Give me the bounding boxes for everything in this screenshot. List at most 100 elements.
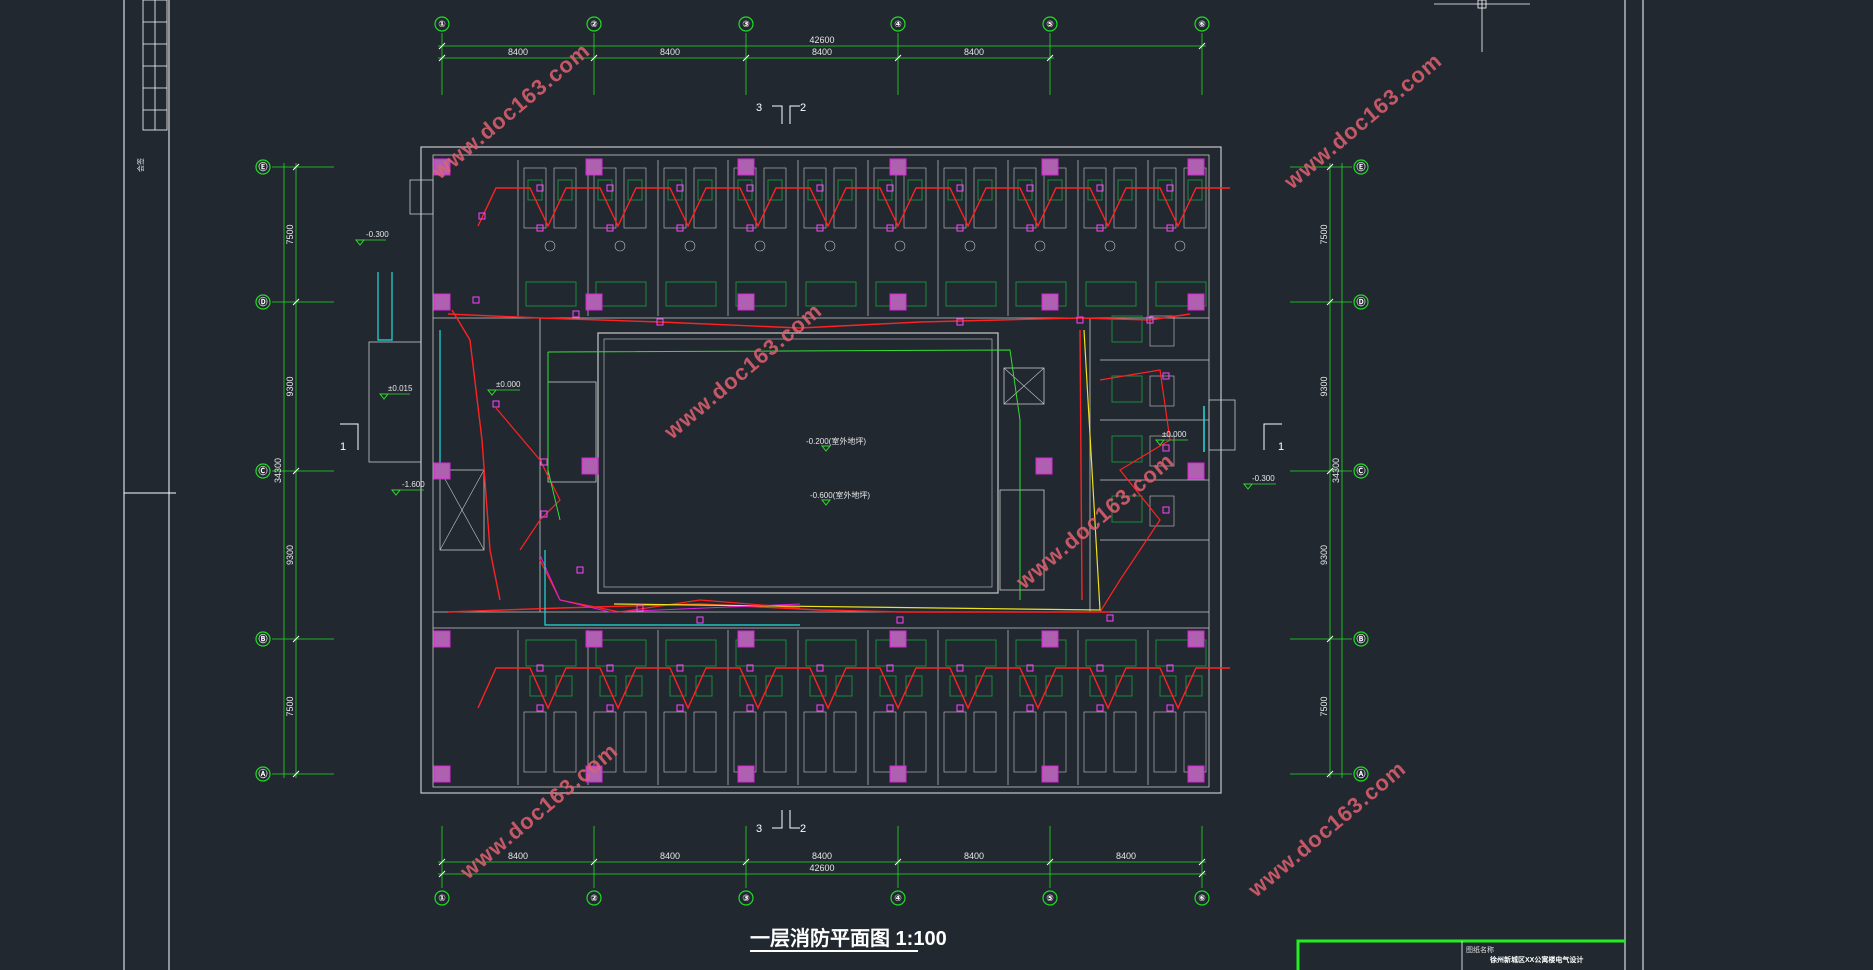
- smoke-detector: [816, 664, 824, 672]
- smoke-detector: [636, 604, 644, 612]
- column-marker: [737, 293, 755, 311]
- smoke-detector: [816, 184, 824, 192]
- elevation-markers: -0.300 ±0.015 ±0.000 -1.600 ±0.000 -0.30…: [354, 230, 1276, 506]
- smoke-detector: [1146, 316, 1154, 324]
- axis-label-right: Ⓑ: [1356, 633, 1365, 644]
- axis-label-right: Ⓒ: [1356, 465, 1365, 476]
- smoke-detector: [1096, 184, 1104, 192]
- axis-label-top: ⑥: [1198, 19, 1206, 29]
- column-marker: [585, 293, 603, 311]
- watermark-3: www.doc163.com: [658, 298, 826, 445]
- watermark-2: www.doc163.com: [1278, 48, 1446, 195]
- smoke-detector: [886, 704, 894, 712]
- smoke-detector: [676, 184, 684, 192]
- column-marker: [1187, 462, 1205, 480]
- axis-bubble-top: [1194, 16, 1210, 32]
- axis-bubble-bottom: [434, 890, 450, 906]
- room-wiring: [477, 187, 1230, 710]
- svg-text:-0.300: -0.300: [1252, 474, 1275, 483]
- axis-label-bottom: ②: [590, 893, 598, 903]
- smoke-detector: [606, 184, 614, 192]
- svg-text:-1.600: -1.600: [402, 480, 425, 489]
- svg-text:-0.300: -0.300: [366, 230, 389, 239]
- svg-text:-0.200(室外地坪): -0.200(室外地坪): [806, 436, 866, 446]
- smoke-detector: [540, 510, 548, 518]
- smoke-detector: [606, 224, 614, 232]
- column-marker: [1041, 158, 1059, 176]
- dimension-span: 8400: [660, 851, 680, 861]
- drawing-title-text: 一层消防平面图 1:100: [750, 926, 947, 950]
- smoke-detector: [896, 616, 904, 624]
- dimension-span: 7500: [285, 696, 295, 716]
- column-marker: [433, 158, 451, 176]
- drawing-title: 一层消防平面图 1:100: [750, 926, 947, 952]
- smoke-detector: [956, 704, 964, 712]
- axis-label-top: ③: [742, 19, 750, 29]
- fire-alarm-wiring: [377, 272, 1205, 626]
- smoke-detector: [746, 184, 754, 192]
- svg-text:-0.600(室外地坪): -0.600(室外地坪): [810, 490, 870, 500]
- smoke-detector: [1166, 664, 1174, 672]
- axis-bubble-right: [1353, 463, 1369, 479]
- dimension-span: 9300: [1319, 545, 1329, 565]
- dimension-overall: 34300: [1331, 458, 1341, 483]
- axis-bubble-bottom: [738, 890, 754, 906]
- smoke-detector: [956, 184, 964, 192]
- axis-label-right: Ⓔ: [1356, 161, 1365, 172]
- elevation-e1: -0.300: [354, 230, 389, 246]
- column-marker: [1041, 293, 1059, 311]
- svg-text:±0.000: ±0.000: [496, 380, 521, 389]
- smoke-detector: [1096, 224, 1104, 232]
- column-marker: [737, 158, 755, 176]
- dimension-span: 8400: [508, 47, 528, 57]
- smoke-detector: [606, 704, 614, 712]
- column-marker: [1041, 765, 1059, 783]
- sheet-frame: 会签: [123, 0, 1644, 970]
- smoke-detector: [676, 664, 684, 672]
- section-top-left: 3: [756, 102, 762, 114]
- elevation-courtyard-1: -0.200(室外地坪): [806, 436, 866, 452]
- smoke-detector: [572, 310, 580, 318]
- dimension-span: 8400: [812, 47, 832, 57]
- smoke-detector: [956, 664, 964, 672]
- column-marker: [1187, 765, 1205, 783]
- dimension-span: 8400: [660, 47, 680, 57]
- smoke-detector: [1026, 224, 1034, 232]
- smoke-detector: [536, 704, 544, 712]
- axis-label-top: ⑤: [1046, 19, 1054, 29]
- smoke-detector: [696, 616, 704, 624]
- axis-label-bottom: ④: [894, 893, 902, 903]
- elevation-courtyard-2: -0.600(室外地坪): [810, 490, 870, 506]
- axis-label-bottom: ③: [742, 893, 750, 903]
- smoke-detector: [478, 212, 486, 220]
- dimension-span: 9300: [285, 545, 295, 565]
- smoke-detector: [656, 318, 664, 326]
- smoke-detector: [1162, 444, 1170, 452]
- smoke-detector: [540, 458, 548, 466]
- section-left: 1: [340, 441, 346, 453]
- elevation-e6: -0.300: [1242, 474, 1276, 490]
- section-bottom-left: 3: [756, 823, 762, 835]
- dimension-span: 9300: [285, 376, 295, 396]
- axis-bubble-top: [738, 16, 754, 32]
- axis-bubble-right: [1353, 766, 1369, 782]
- smoke-detector: [956, 318, 964, 326]
- elevation-e5: ±0.000: [1154, 430, 1188, 446]
- axis-bubble-right: [1353, 159, 1369, 175]
- smoke-detector: [536, 224, 544, 232]
- dimension-span: 8400: [964, 47, 984, 57]
- axis-label-left: Ⓑ: [258, 633, 267, 644]
- axis-label-left: Ⓐ: [258, 768, 267, 779]
- smoke-detector: [1096, 704, 1104, 712]
- watermark-5: www.doc163.com: [454, 738, 622, 885]
- smoke-detector: [1026, 664, 1034, 672]
- smoke-detector: [676, 704, 684, 712]
- watermark-6: www.doc163.com: [1242, 756, 1410, 903]
- smoke-detector: [1096, 664, 1104, 672]
- column-marker: [581, 457, 599, 475]
- axis-bubble-left: [255, 294, 271, 310]
- smoke-detector: [492, 400, 500, 408]
- smoke-detector: [1166, 184, 1174, 192]
- smoke-detector: [1162, 372, 1170, 380]
